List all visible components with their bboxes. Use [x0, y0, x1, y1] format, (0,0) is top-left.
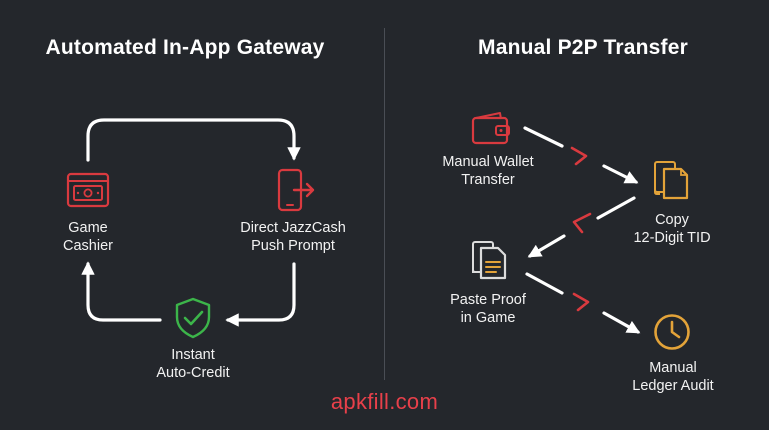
red-chevron-1: [570, 146, 588, 166]
arrow-cashier-to-push: [86, 118, 301, 162]
red-chevron-2: [572, 212, 592, 234]
arrow-wallet-to-copy: [523, 126, 639, 184]
arrow-copy-to-paste: [527, 196, 636, 258]
paste-document-icon: [472, 241, 507, 280]
arrow-push-to-credit: [225, 262, 296, 327]
shield-check-icon: [175, 297, 211, 339]
left-panel-title: Automated In-App Gateway: [45, 36, 325, 59]
right-panel-title: Manual P2P Transfer: [478, 36, 688, 59]
red-chevron-3: [572, 292, 590, 312]
wallet-icon: [471, 112, 510, 145]
cashier-icon: [66, 172, 110, 208]
brand-watermark: apkfill.com: [330, 389, 439, 414]
arrow-credit-to-cashier: [81, 261, 162, 322]
clock-icon: [654, 314, 690, 350]
arrow-paste-to-audit: [525, 272, 641, 334]
phone-push-icon: [277, 168, 315, 212]
copy-documents-icon: [654, 161, 689, 200]
panel-divider: [384, 28, 385, 380]
